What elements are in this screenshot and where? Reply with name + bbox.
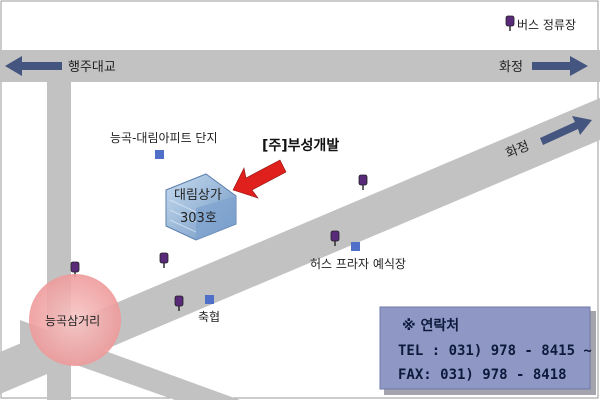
wedding-hall-label: 허스 프라자 예식장 <box>310 257 406 271</box>
contact-info-box: ※ 연락처 TEL : 031) 978 - 8415 ~ 7 FAX: 031… <box>379 306 600 395</box>
road-diagonal <box>0 98 600 394</box>
bus-stop-icon <box>174 295 184 311</box>
bus-stop-icon <box>358 174 368 190</box>
intersection-circle <box>29 274 121 366</box>
road-label-left: 행주대교 <box>68 59 116 75</box>
arrow-right-icon <box>532 56 588 76</box>
contact-tel: TEL : 031) 978 - 8415 ~ 7 <box>398 343 600 359</box>
apartment-marker <box>155 150 164 159</box>
apartment-label: 능곡-대림아피트 단지 <box>110 131 218 145</box>
direction-arrows <box>5 56 592 145</box>
bus-stop-icon <box>330 230 340 246</box>
contact-fax: FAX: 031) 978 - 8418 <box>398 367 567 383</box>
wedding-hall-marker <box>351 242 360 251</box>
callout-arrow-icon <box>232 159 287 199</box>
road-horizontal <box>0 50 600 82</box>
contact-title: ※ 연락처 <box>402 318 459 334</box>
road-label-right: 화정 <box>499 60 523 75</box>
nonghyup-label: 축협 <box>198 310 220 324</box>
arrow-diagonal-icon <box>540 116 592 145</box>
building-label-line2: 303호 <box>180 211 217 226</box>
intersection-label: 능곡삼거리 <box>45 314 100 328</box>
building-label-line1: 대림상가 <box>174 188 222 203</box>
bus-stop-icon <box>159 252 169 268</box>
building-icon <box>165 173 237 241</box>
bus-stop-legend: 버스 정류장 <box>505 15 576 32</box>
arrow-left-icon <box>5 56 62 76</box>
bus-stop-legend-label: 버스 정류장 <box>517 18 576 32</box>
company-label: [주]부성개발 <box>262 137 339 154</box>
nonghyup-marker <box>205 295 214 304</box>
bus-stop-icon <box>505 15 515 31</box>
